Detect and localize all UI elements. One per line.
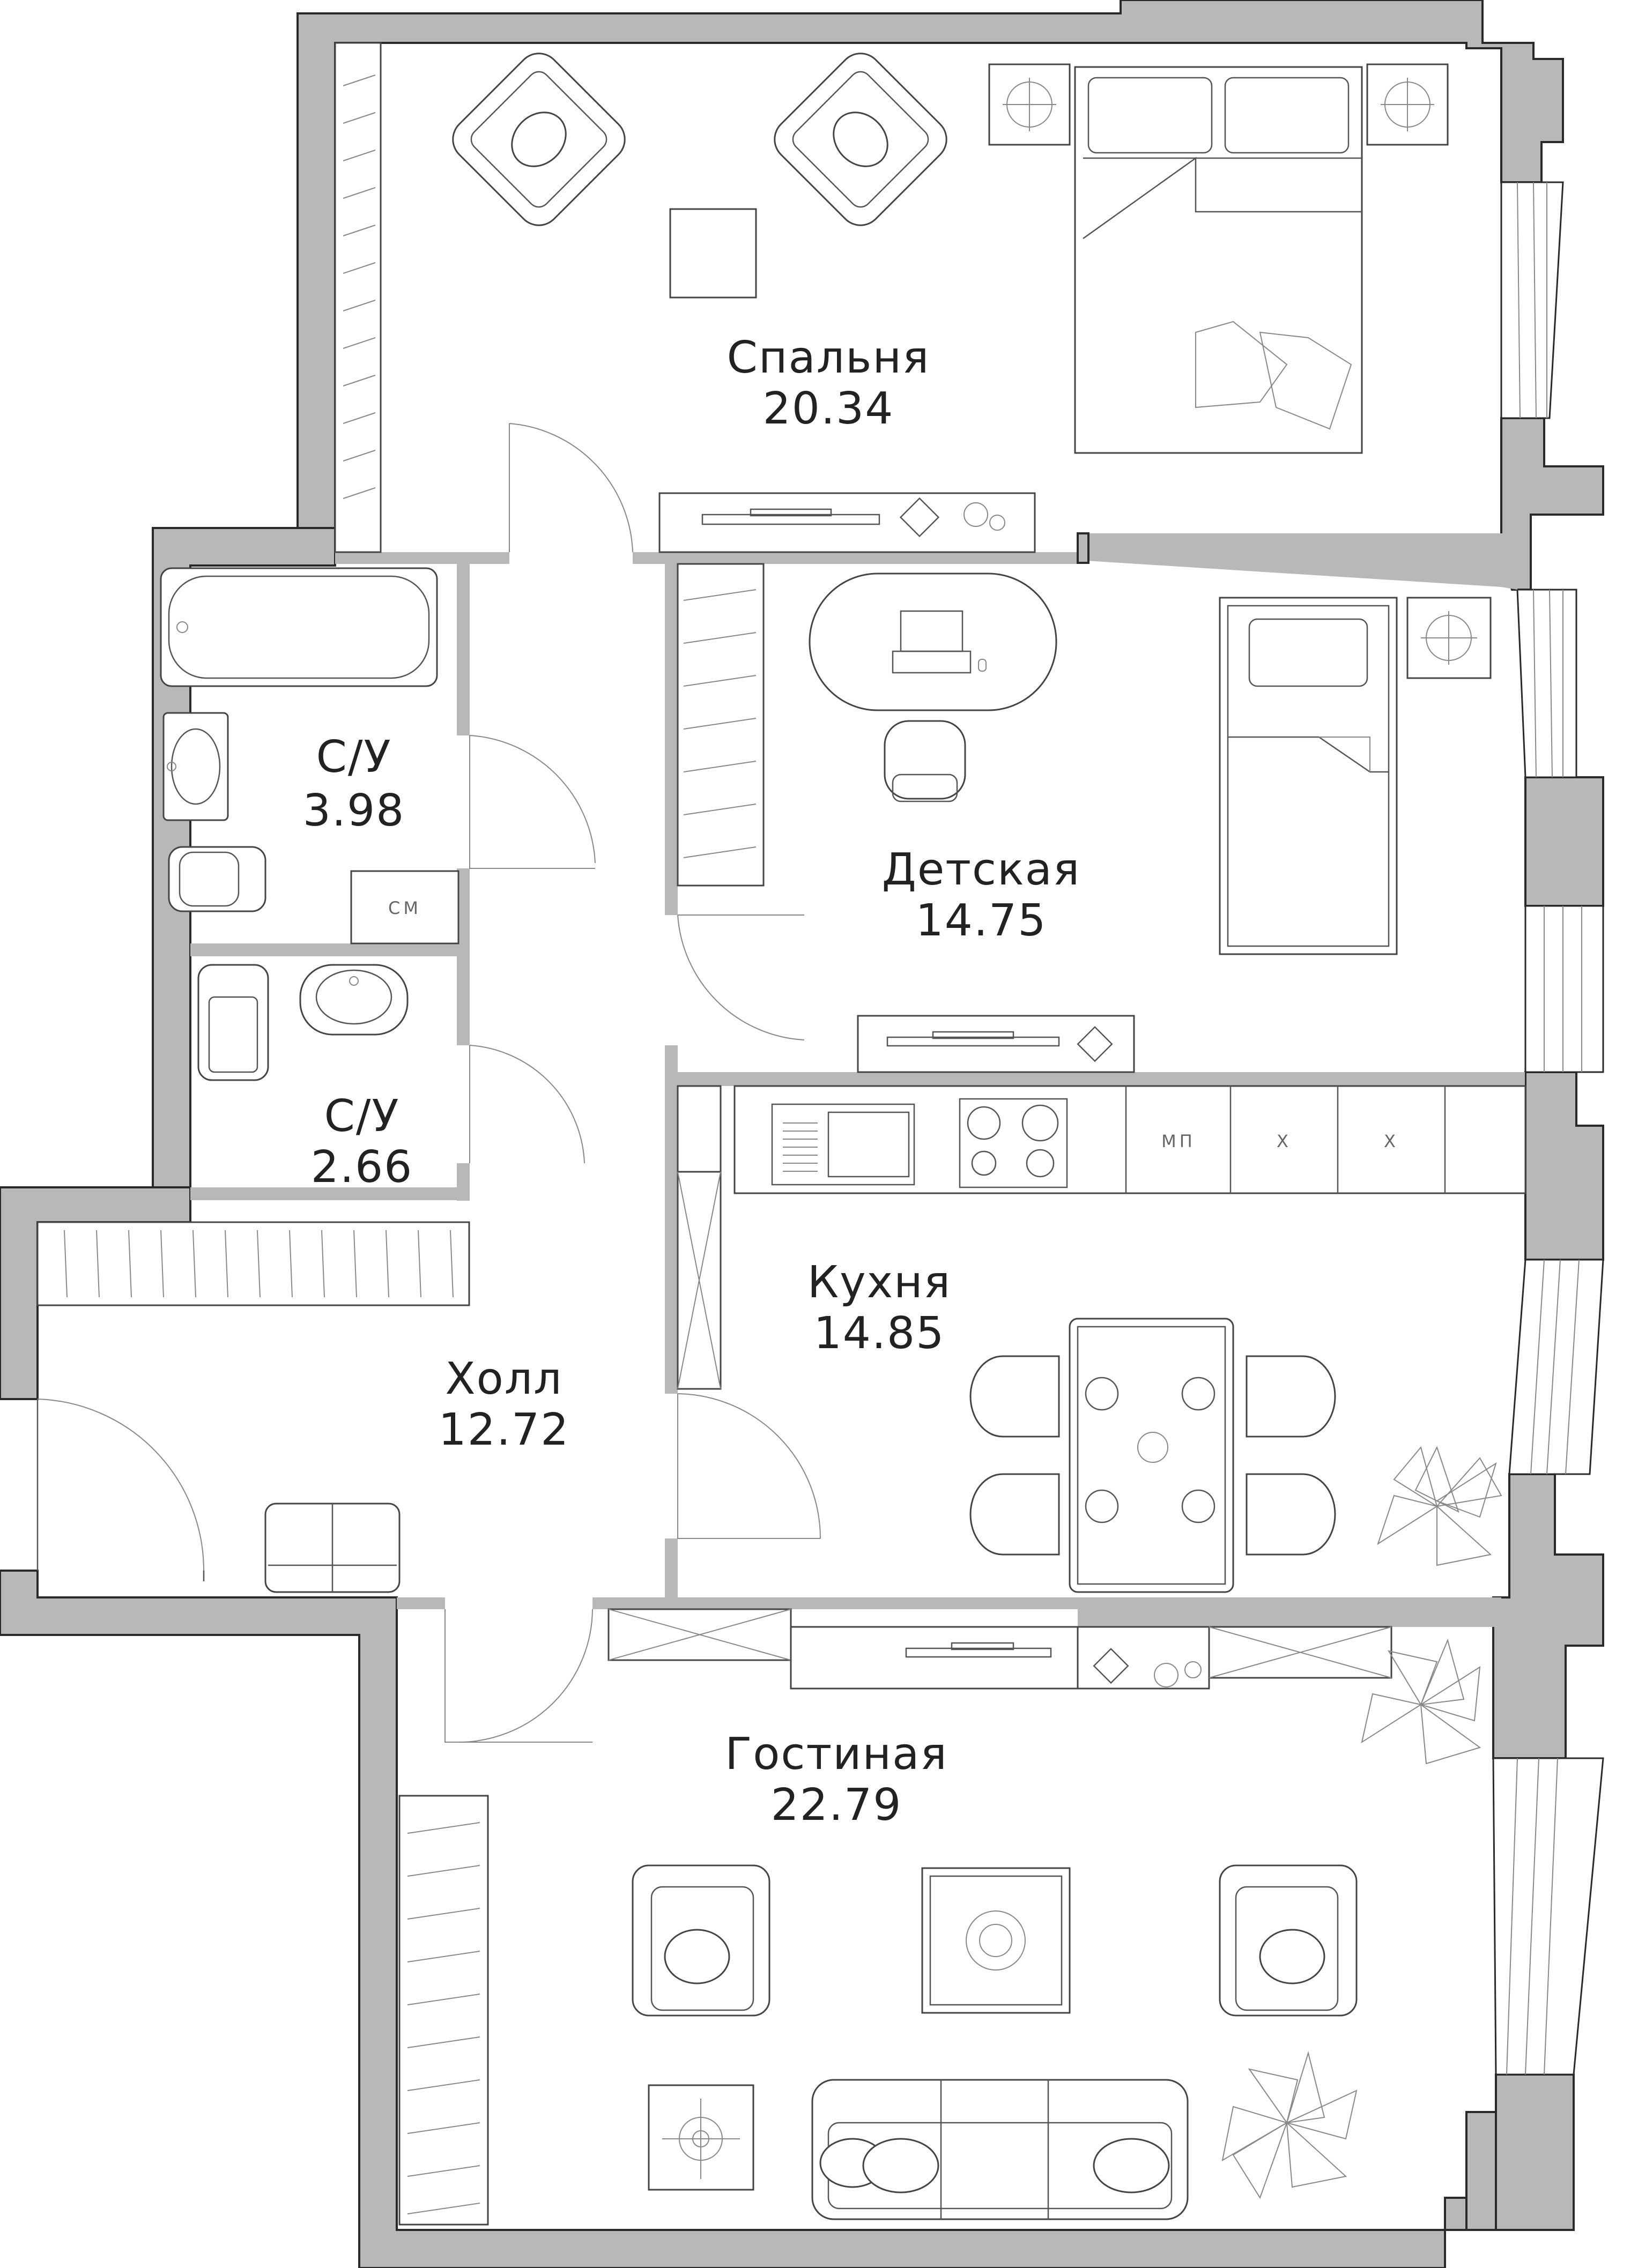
room-labels: Спальня 20.34 С/У 3.98 С/У 2.66 Детская … bbox=[303, 332, 1080, 1831]
room-name-kitchen: Кухня bbox=[807, 1257, 951, 1308]
washing-machine-label: СМ bbox=[388, 898, 421, 918]
room-name-bathroom-1: С/У bbox=[316, 732, 392, 783]
room-name-bathroom-2: С/У bbox=[324, 1091, 400, 1142]
interior-walls bbox=[190, 532, 1525, 1627]
room-name-living-room: Гостиная bbox=[725, 1729, 948, 1780]
room-area-living-room: 22.79 bbox=[771, 1780, 902, 1831]
kitchen-furniture: МП Х Х bbox=[677, 1085, 1526, 1593]
fridge-label-1: Х bbox=[1277, 1131, 1292, 1151]
fridge-label-2: Х bbox=[1384, 1131, 1399, 1151]
bathroom-furniture: СМ bbox=[160, 567, 459, 1081]
door-swings bbox=[444, 423, 821, 1743]
living-room-furniture bbox=[398, 1608, 1481, 2226]
room-area-kids-room: 14.75 bbox=[916, 895, 1047, 946]
room-area-bathroom-1: 3.98 bbox=[303, 785, 405, 836]
windows bbox=[36, 181, 1604, 2076]
room-area-kitchen: 14.85 bbox=[814, 1308, 945, 1359]
kids-room-furniture bbox=[677, 563, 1492, 1073]
room-area-hall: 12.72 bbox=[439, 1404, 570, 1455]
room-area-bathroom-2: 2.66 bbox=[311, 1142, 413, 1193]
room-name-bedroom: Спальня bbox=[727, 332, 930, 383]
room-area-bedroom: 20.34 bbox=[763, 383, 894, 434]
room-name-kids-room: Детская bbox=[882, 844, 1080, 895]
microwave-label: МП bbox=[1161, 1131, 1196, 1151]
hall-furniture bbox=[36, 1221, 470, 1593]
room-name-hall: Холл bbox=[445, 1354, 562, 1404]
bedroom-furniture bbox=[334, 42, 1449, 553]
